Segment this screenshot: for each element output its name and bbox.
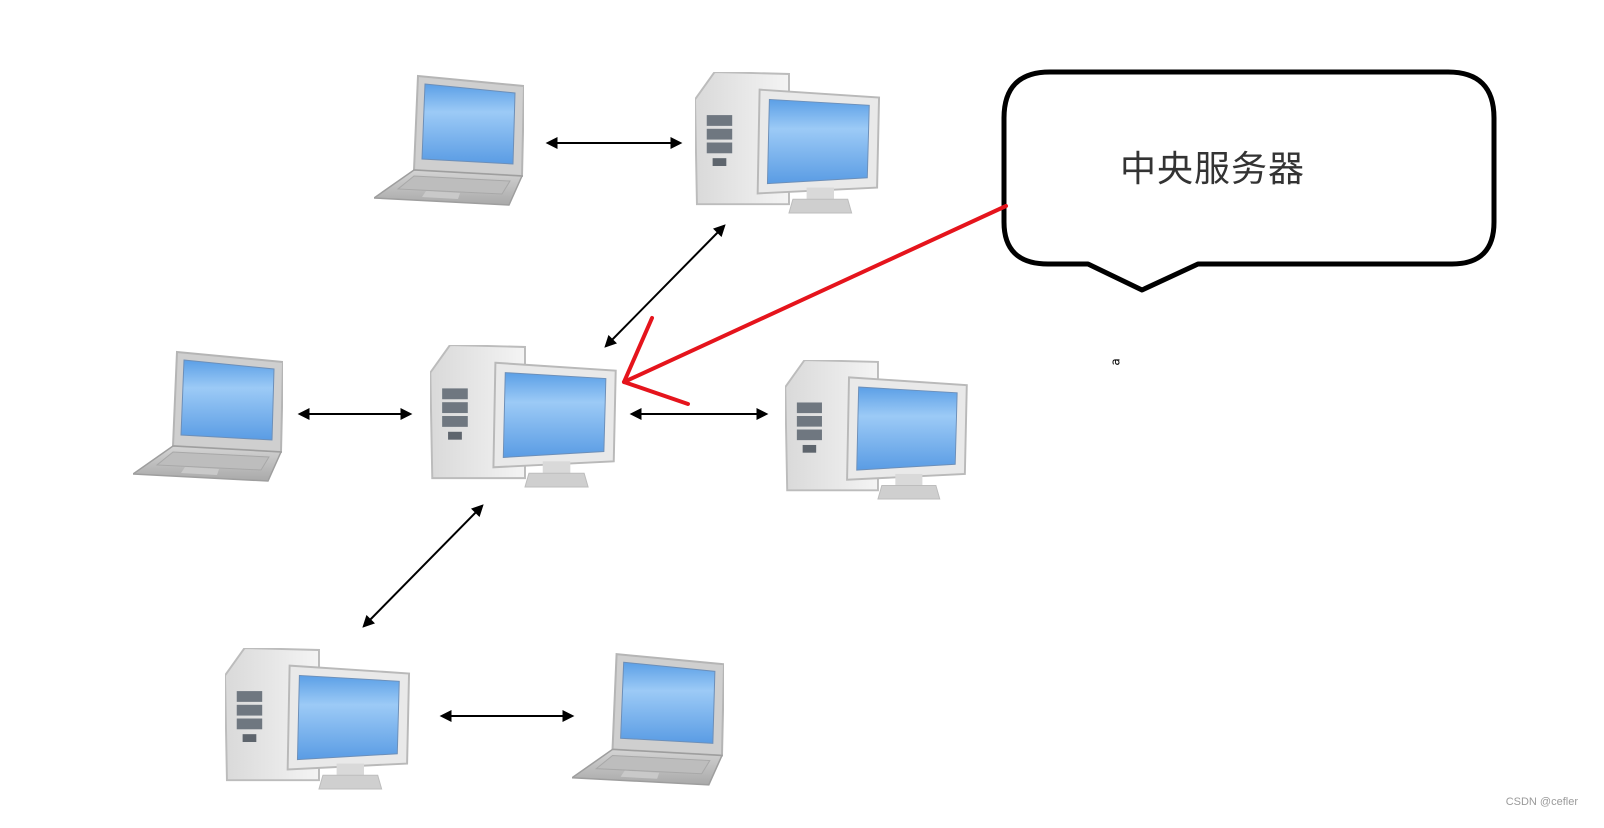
watermark: CSDN @cefler bbox=[1505, 796, 1578, 808]
laptop-icon bbox=[133, 351, 283, 482]
connection-arrow bbox=[604, 224, 726, 348]
connection-arrow bbox=[362, 504, 484, 628]
desktop-computer-icon bbox=[695, 72, 881, 214]
highlight-arrow bbox=[622, 204, 1008, 406]
desktop-computer-icon bbox=[785, 360, 968, 500]
laptop-icon bbox=[572, 653, 724, 786]
stray-mark: a bbox=[1108, 358, 1123, 366]
central-server-label: 中央服务器 bbox=[1120, 149, 1306, 190]
speech-bubble bbox=[1001, 69, 1497, 293]
laptop-icon bbox=[374, 75, 524, 206]
desktop-computer-icon bbox=[430, 345, 617, 488]
desktop-computer-icon bbox=[225, 648, 411, 790]
